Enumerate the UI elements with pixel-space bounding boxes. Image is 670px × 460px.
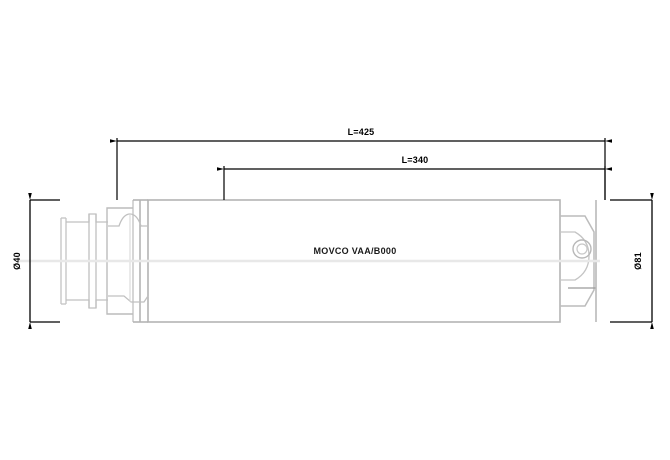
overall-length-dimension: L=425 — [110, 127, 612, 200]
overall-length-label: L=425 — [348, 127, 375, 137]
actuator-body-group — [18, 199, 600, 323]
left-diameter-label: Ø40 — [12, 252, 22, 270]
right-port-bore-inner-circle — [576, 243, 588, 255]
stroke-length-label: L=340 — [402, 155, 429, 165]
left-diameter-dimension: Ø40 — [12, 193, 60, 329]
right-diameter-dimension: Ø81 — [610, 193, 654, 329]
rod-lower-seat-feature — [108, 295, 149, 303]
right-port-taper-inner — [560, 231, 590, 281]
rod-dome-feature — [108, 213, 148, 227]
right-diameter-label: Ø81 — [633, 252, 643, 270]
right-port-bore-circle — [572, 239, 592, 259]
rod-bottom-profile — [66, 299, 108, 309]
rod-top-profile — [66, 213, 108, 223]
stroke-length-dimension: L=340 — [217, 155, 612, 200]
part-designation-label: MOVCO VAA/B000 — [313, 246, 396, 256]
